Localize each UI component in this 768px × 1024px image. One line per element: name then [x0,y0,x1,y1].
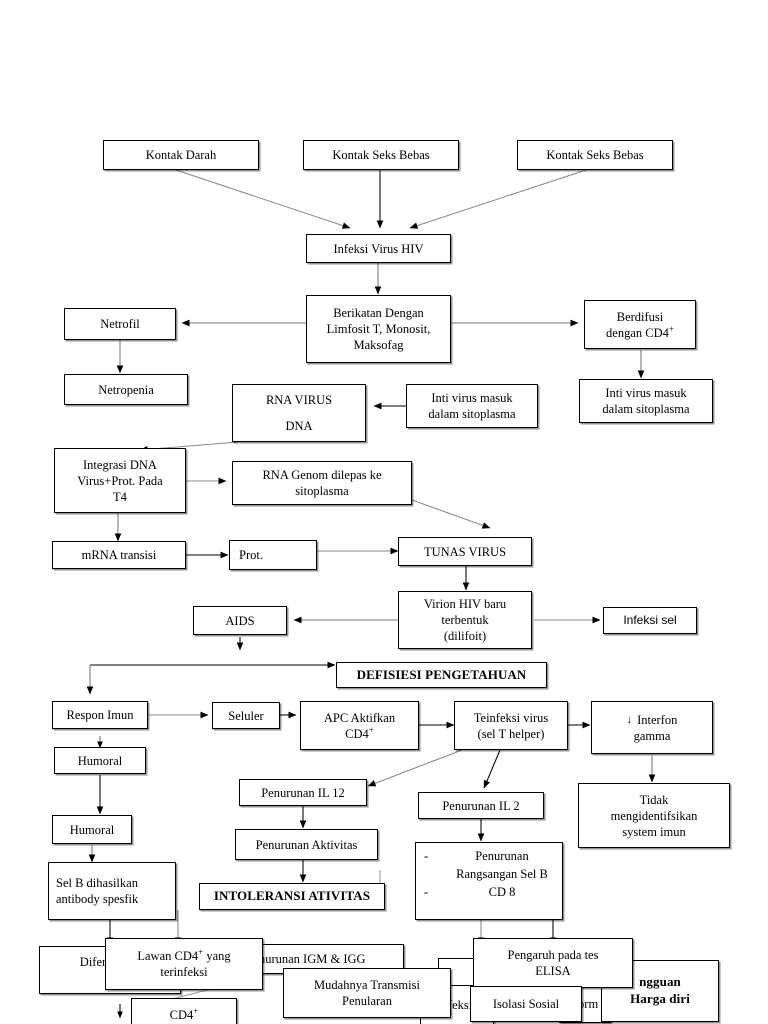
teinfeksi-line-1: Teinfeksi virus [473,710,549,725]
list-item: Penurunan Rangsangan Sel B [420,847,558,883]
apc-line-2: CD4+ [345,724,374,741]
node-inti-virus-masuk-tengah[interactable]: Inti virus masuk dalam sitoplasma [406,384,538,428]
node-humoral-1[interactable]: Humoral [54,747,146,774]
rna-genom-line-2: sitoplasma [295,484,349,498]
node-mrna-transisi[interactable]: mRNA transisi [52,541,186,569]
berikatan-line-2: Limfosit T, Monosit, [326,322,431,336]
cd4-label: CD4+ [169,1005,199,1022]
node-cd4[interactable]: CD4+ [131,998,237,1024]
node-kontak-seks-bebas-2[interactable]: Kontak Seks Bebas [517,140,673,170]
node-berdifusi-cd4[interactable]: Berdifusi dengan CD4+ [584,300,696,349]
plus-superscript: + [368,724,374,735]
berdifusi-line-2: dengan CD4+ [606,323,674,340]
node-seluler[interactable]: Seluler [212,702,280,729]
plus-superscript: + [193,1005,199,1016]
node-respon-imun[interactable]: Respon Imun [52,701,148,729]
sel-b-line-1: Sel B dihasilkan [56,876,138,890]
pengaruh-line-2: ELISA [535,964,571,978]
node-apc-aktifkan-cd4[interactable]: APC Aktifkan CD4+ [300,701,419,750]
node-tidak-mengidentifsikan[interactable]: Tidak mengidentifsikan system imun [578,783,730,848]
node-netrofil[interactable]: Netrofil [64,308,176,340]
node-penurunan-il12[interactable]: Penurunan IL 12 [239,779,367,806]
rna-virus-line-2: DNA [285,419,313,433]
node-infeksi-virus-hiv[interactable]: Infeksi Virus HIV [306,234,451,263]
mudahnya-line-1: Mudahnya Transmisi [314,978,420,992]
node-mudahnya-transmisi[interactable]: Mudahnya Transmisi Penularan [283,968,451,1018]
node-inti-virus-masuk-kanan[interactable]: Inti virus masuk dalam sitoplasma [579,379,713,423]
lawan-cd4-line-1: Lawan CD4+ yang [137,946,231,963]
node-tunas-virus[interactable]: TUNAS VIRUS [398,537,532,566]
node-penurunan-il2[interactable]: Penurunan IL 2 [418,792,544,819]
gangguan-line-1: ngguan [639,974,681,990]
plus-superscript: + [668,323,674,334]
node-netropenia[interactable]: Netropenia [64,374,188,405]
node-penurunan-rangsangan-sel-b[interactable]: Penurunan Rangsangan Sel B CD 8 [415,842,563,920]
node-berikatan-dengan[interactable]: Berikatan Dengan Limfosit T, Monosit, Ma… [306,295,451,363]
node-virion-hiv-baru[interactable]: Virion HIV baru terbentuk (dilifoit) [398,591,532,649]
gangguan-line-2: Harga diri [630,991,690,1006]
integrasi-line-2: Virus+Prot. Pada [77,473,163,488]
berikatan-line-3: Maksofag [353,338,404,352]
node-lawan-cd4-terinfeksi[interactable]: Lawan CD4+ yang terinfeksi [105,938,263,990]
down-arrow-icon: ↓ [626,713,633,726]
node-aids[interactable]: AIDS [193,606,287,635]
interfon-line-1: ↓Interfon [626,712,678,727]
node-defisiesi-pengetahuan[interactable]: DEFISIESI PENGETAHUAN [336,662,547,688]
node-kontak-seks-bebas-1[interactable]: Kontak Seks Bebas [303,140,459,170]
node-penurunan-aktivitas[interactable]: Penurunan Aktivitas [235,829,378,860]
integrasi-line-3: T4 [113,489,127,504]
mudahnya-line-2: Penularan [342,994,392,1008]
node-intoleransi-ativitas[interactable]: INTOLERANSI ATIVITAS [199,883,385,910]
rna-genom-line-1: RNA Genom dilepas ke [262,468,382,482]
inti-virus-tengah-line-1: Inti virus masuk [431,391,513,405]
node-teinfeksi-virus[interactable]: Teinfeksi virus (sel T helper) [454,701,568,750]
inti-virus-kanan-line-1: Inti virus masuk [605,386,687,400]
inti-virus-kanan-line-2: dalam sitoplasma [602,402,690,416]
tidak-line-2: mengidentifsikan [610,808,698,823]
node-rna-genom-dilepas[interactable]: RNA Genom dilepas ke sitoplasma [232,461,412,505]
node-humoral-2[interactable]: Humoral [52,815,132,844]
inti-virus-tengah-line-2: dalam sitoplasma [428,407,516,421]
virion-line-2: terbentuk [441,613,489,627]
node-kontak-darah[interactable]: Kontak Darah [103,140,259,170]
sel-b-line-2: antibody spesfik [56,892,139,906]
integrasi-line-1: Integrasi DNA [83,457,157,472]
tidak-line-1: Tidak [639,792,669,807]
node-infeksi-sel[interactable]: Infeksi sel [603,607,697,634]
node-integrasi-dna[interactable]: Integrasi DNA Virus+Prot. Pada T4 [54,448,186,513]
pengaruh-line-1: Pengaruh pada tes [507,948,599,962]
tidak-line-3: system imun [622,824,686,839]
virion-line-3: (dilifoit) [443,629,487,643]
node-rna-virus-dna[interactable]: RNA VIRUS DNA [232,384,366,442]
apc-line-1: APC Aktifkan [323,710,396,725]
berdifusi-line-1: Berdifusi [616,309,664,324]
teinfeksi-line-2: (sel T helper) [477,726,545,741]
interfon-line-2: gamma [633,728,671,743]
rna-virus-line-1: RNA VIRUS [265,393,333,407]
list-item: CD 8 [420,883,558,901]
node-interfon-gamma[interactable]: ↓Interfon gamma [591,701,713,754]
lawan-cd4-line-2: terinfeksi [160,965,208,979]
node-isolasi-sosial[interactable]: Isolasi Sosial [470,986,582,1022]
node-pengaruh-tes-elisa[interactable]: Pengaruh pada tes ELISA [473,938,633,988]
node-sel-b-antibody[interactable]: Sel B dihasilkan antibody spesfik [48,862,176,920]
virion-line-1: Virion HIV baru [423,597,507,611]
node-prot[interactable]: Prot. [229,540,317,570]
penurunan-rangsangan-list: Penurunan Rangsangan Sel B CD 8 [420,847,558,902]
berikatan-line-1: Berikatan Dengan [333,306,424,320]
plus-superscript: + [198,946,204,957]
